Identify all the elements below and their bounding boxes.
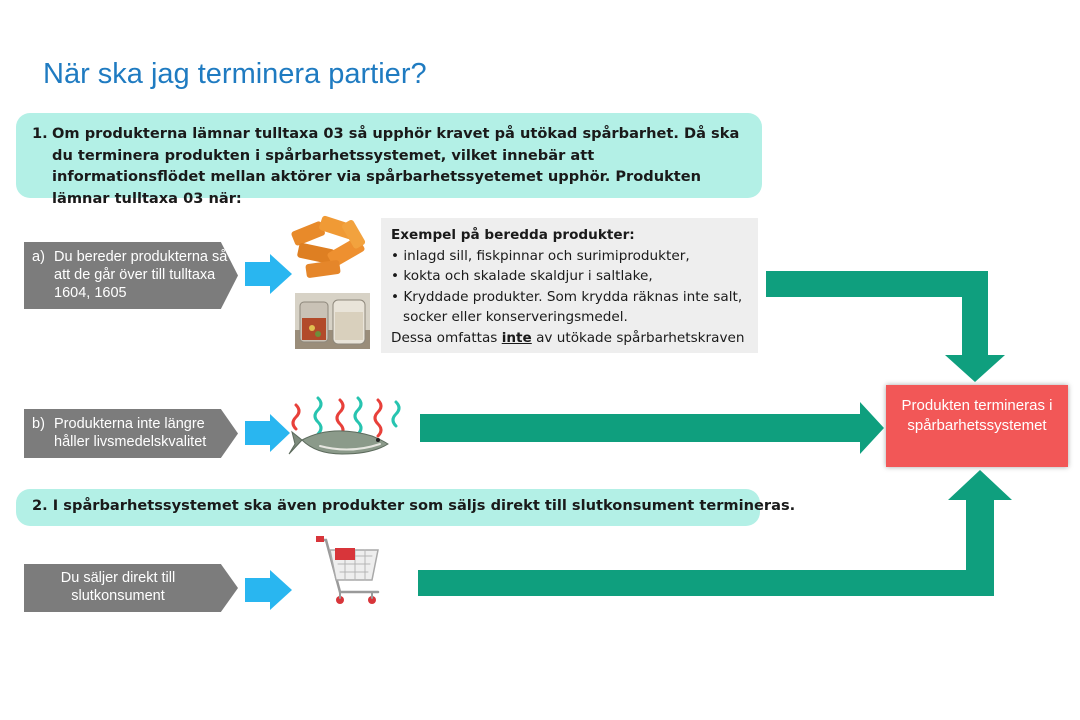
condition-c-box: Du säljer direkt till slutkonsument	[24, 564, 238, 612]
step-2-number: 2.	[32, 497, 48, 514]
condition-a-box: a) Du bereder produkterna så att de går …	[24, 242, 238, 309]
green-arrow-b	[420, 402, 884, 454]
step-2-text: I spårbarhetssystemet ska även produkter…	[52, 497, 796, 514]
fish-sticks-icon	[291, 215, 366, 278]
green-arrow-c	[418, 470, 1012, 596]
shopping-cart-icon	[316, 536, 380, 604]
page-title: När ska jag terminera partier?	[43, 58, 427, 90]
blue-arrow-b	[245, 414, 290, 452]
spoiled-fish-icon	[288, 396, 401, 455]
condition-a-text: Du bereder produkterna så att de går öve…	[54, 249, 228, 301]
examples-footer: Dessa omfattas inte av utökade spårbarhe…	[391, 329, 745, 346]
step-1-number: 1.	[32, 125, 48, 142]
bullet: •	[391, 268, 400, 285]
examples-heading: Exempel på beredda produkter:	[391, 227, 635, 243]
examples-box: Exempel på beredda produkter: • inlagd s…	[381, 218, 758, 353]
step-1-box: 1. Om produkterna lämnar tulltaxa 03 så …	[16, 113, 762, 207]
result-box: Produkten termineras i spårbarhetssystem…	[886, 385, 1068, 467]
condition-c-text: Du säljer direkt till slutkonsument	[60, 570, 176, 604]
pickled-jars-icon	[295, 293, 370, 349]
step-2-box: 2. I spårbarhetssystemet ska även produk…	[16, 489, 795, 526]
bullet: •	[391, 288, 400, 305]
blue-arrow-c	[245, 570, 292, 610]
blue-arrow-a	[245, 254, 292, 294]
bullet: •	[391, 247, 400, 264]
condition-b-marker: b)	[32, 416, 45, 432]
examples-item: • kokta och skalade skaldjur i saltlake,	[391, 268, 653, 285]
examples-item: • Kryddade produkter. Som krydda räknas …	[391, 288, 743, 326]
examples-item: • inlagd sill, fiskpinnar och surimiprod…	[391, 247, 690, 264]
green-arrow-a	[766, 271, 1005, 382]
condition-b-box: b) Produkterna inte längre håller livsme…	[24, 409, 238, 458]
condition-b-text: Produkterna inte längre håller livsmedel…	[54, 416, 207, 450]
condition-a-marker: a)	[32, 249, 45, 265]
examples-footer-emphasis: inte	[501, 329, 532, 346]
step-1-text: Om produkterna lämnar tulltaxa 03 så upp…	[52, 125, 740, 207]
